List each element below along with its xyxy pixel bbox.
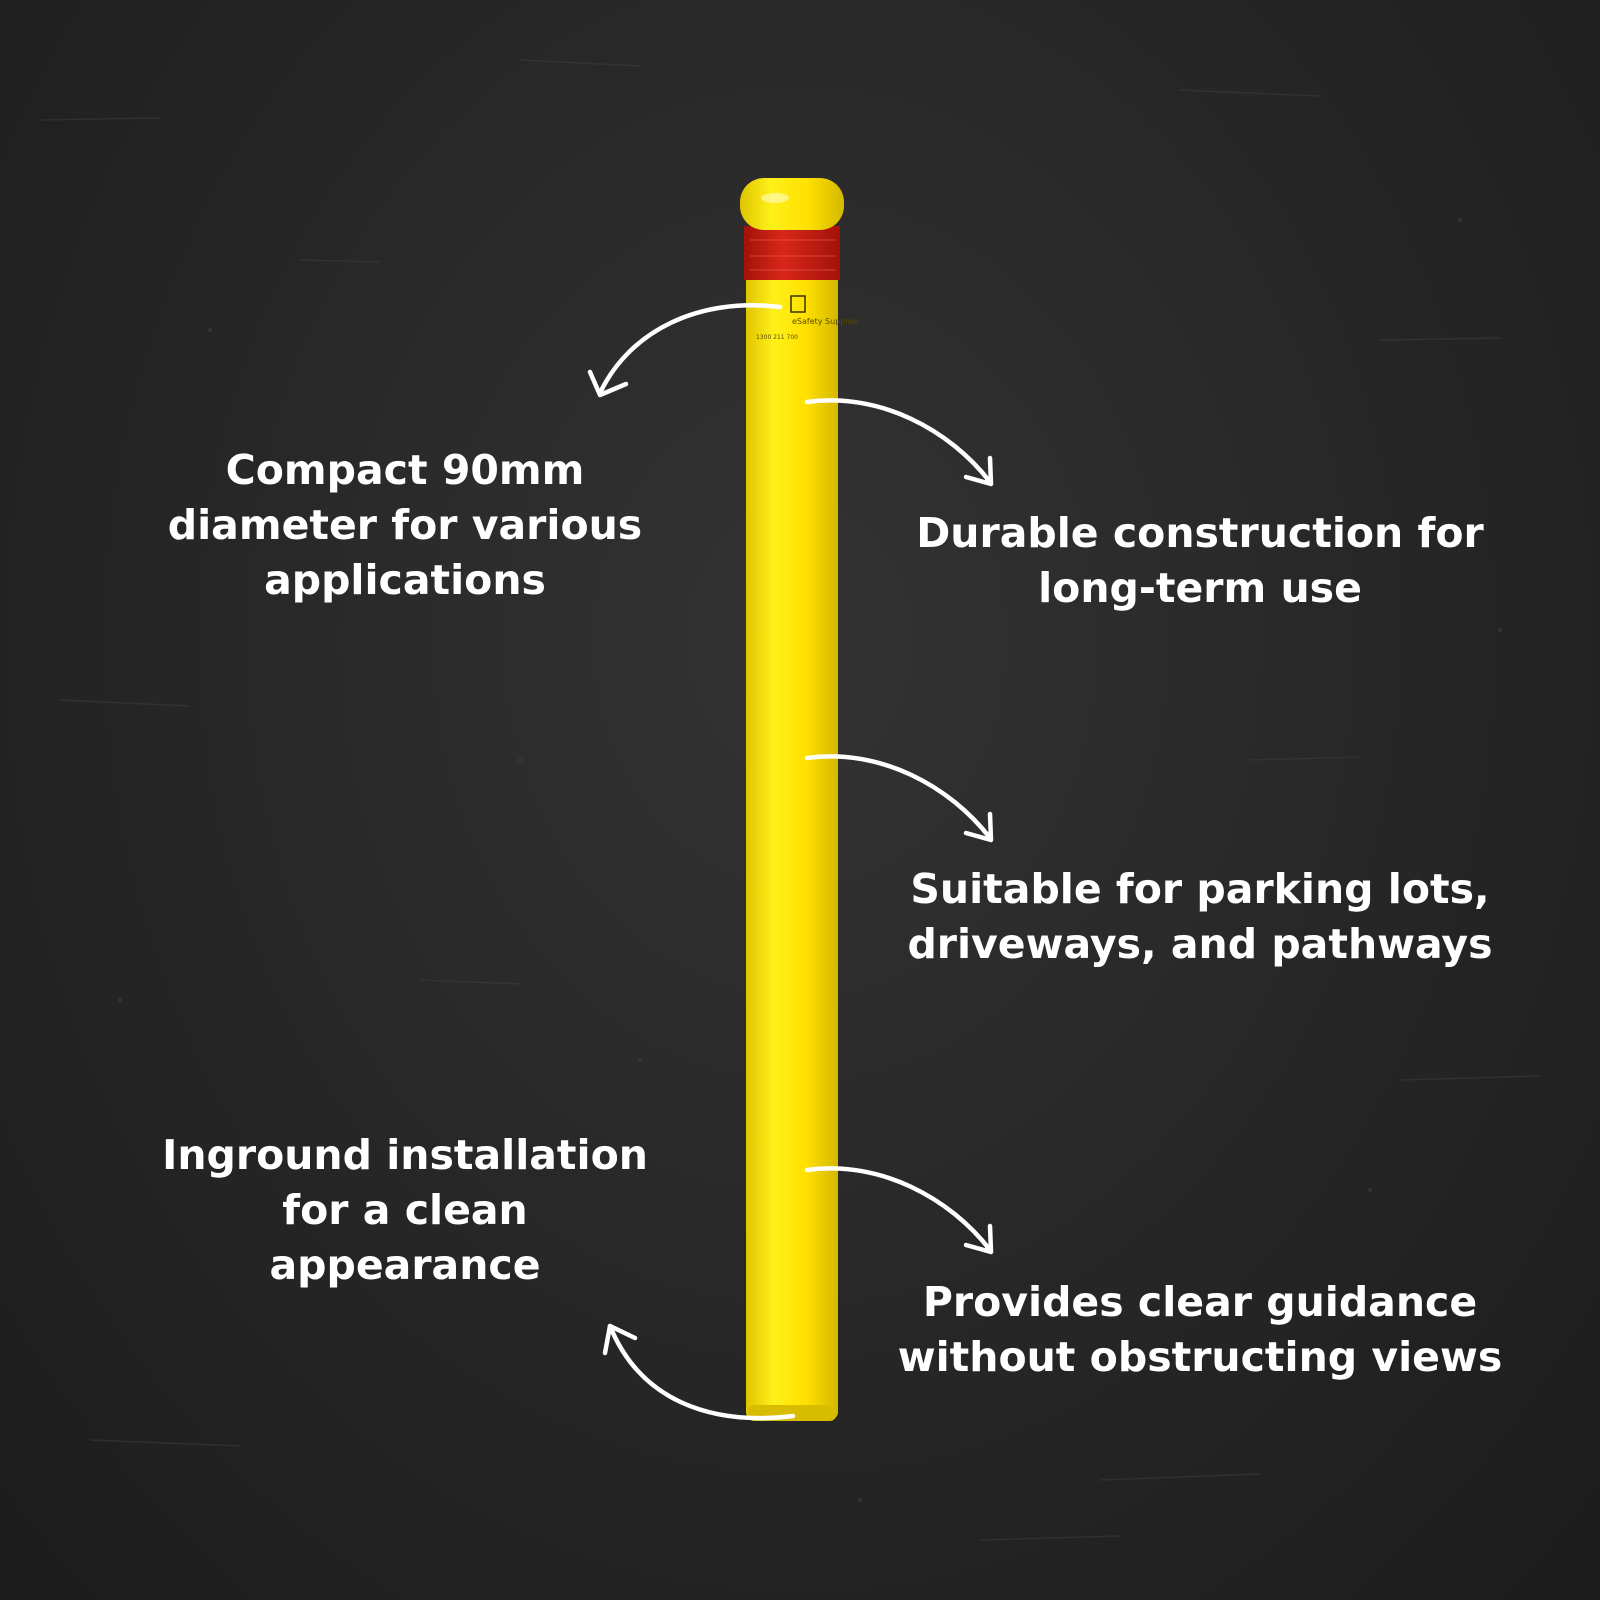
feature-diameter: Compact 90mm diameter for various applic… (167, 446, 643, 604)
bollard-brand-label: eSafety Supplies (792, 317, 859, 326)
feature-inground: Inground installation for a clean appear… (162, 1131, 648, 1289)
bollard-label: eSafety Supplies 1300 211 700 (756, 295, 859, 341)
reflective-band (744, 226, 840, 280)
bollard-cap (740, 178, 844, 230)
curved-arrow-icon (602, 1323, 796, 1421)
feature-durable: Durable construction for long-term use (916, 509, 1484, 612)
feature-suitable: Suitable for parking lots, driveways, an… (907, 865, 1493, 968)
curved-arrow-icon (804, 1166, 994, 1255)
curved-arrow-icon (804, 398, 994, 487)
logo-icon (790, 295, 806, 313)
bollard-phone-label: 1300 211 700 (756, 334, 798, 341)
feature-guidance: Provides clear guidance without obstruct… (897, 1278, 1503, 1381)
curved-arrow-icon (587, 302, 783, 398)
curved-arrow-icon (804, 754, 994, 843)
bollard-body (746, 225, 838, 1420)
